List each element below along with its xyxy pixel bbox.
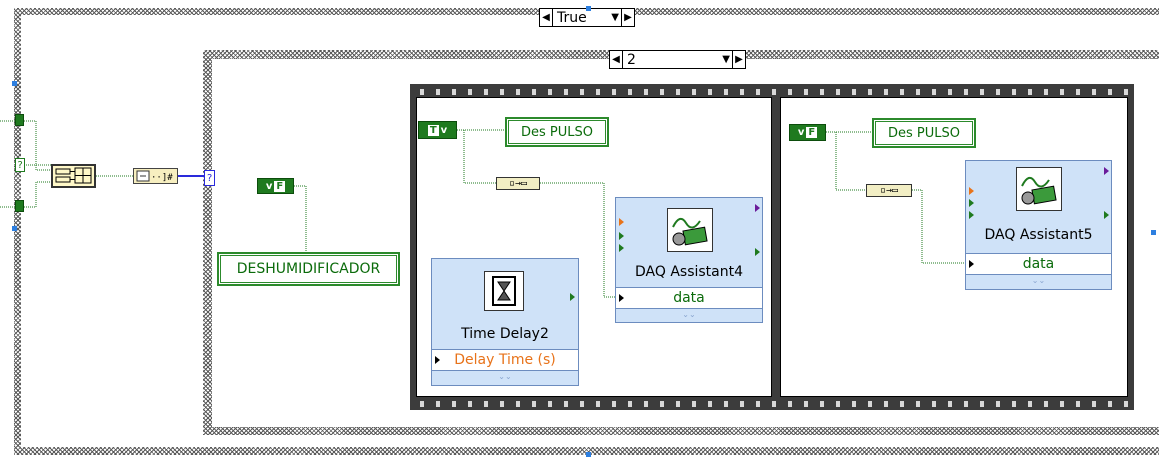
boolean-tunnel[interactable] [15, 114, 24, 126]
daq-assistant4-title: DAQ Assistant4 [634, 264, 744, 280]
daq-assistant5-title: DAQ Assistant5 [984, 227, 1093, 243]
increment-arrow-icon[interactable]: ▶ [621, 9, 634, 26]
inner-case-selector-value: 2 [627, 51, 636, 68]
conversion-glyph: ··]# [136, 170, 173, 183]
to-dynamic-data-icon[interactable]: ▫→▭ [496, 177, 540, 190]
case-selector-terminal[interactable]: ? [204, 170, 215, 186]
to-string-icon[interactable]: ··]# [133, 168, 178, 184]
inner-case-selector[interactable]: ◀ 2 ▼ ▶ [609, 50, 746, 69]
decrement-arrow-icon[interactable]: ◀ [610, 51, 623, 68]
output-terminal-icon[interactable] [1104, 167, 1109, 175]
flat-sequence-top-strip[interactable] [410, 84, 1134, 98]
expand-chevron-icon[interactable]: ⌄⌄ [498, 372, 512, 381]
output-terminal-icon[interactable] [1104, 211, 1109, 219]
to-dynamic-data-icon[interactable]: ▫→▭ [866, 184, 912, 197]
dynamic-data-icon: ⅴ [265, 180, 273, 192]
outer-case-selector-value: True [557, 9, 587, 26]
delay-time-label: Delay Time (s) [454, 352, 556, 368]
daq-assistant4-data-input[interactable]: data [616, 287, 762, 309]
output-terminal-icon[interactable] [755, 248, 760, 256]
hourglass-icon [484, 271, 524, 311]
input-terminal-icon [619, 294, 624, 302]
selection-handle [586, 6, 591, 11]
dynamic-data-wire[interactable] [912, 189, 966, 264]
input-terminal-icon [969, 260, 974, 268]
dynamic-data-icon: ⅴ [797, 127, 805, 138]
dropdown-arrow-icon[interactable]: ▼ [611, 12, 619, 23]
delay-time-input[interactable]: Delay Time (s) [432, 349, 578, 371]
input-terminal-icon[interactable] [619, 232, 624, 240]
selection-handle [12, 81, 17, 86]
expand-chevron-icon[interactable]: ⌄⌄ [1031, 276, 1046, 285]
daq-assistant4-express-vi[interactable]: DAQ Assistant4 data ⌄⌄ [615, 197, 763, 323]
selection-handle [12, 226, 17, 231]
selection-handle [1151, 230, 1156, 235]
outer-case-selector[interactable]: ◀ True ▼ ▶ [539, 8, 635, 27]
input-terminal-icon[interactable] [619, 244, 624, 252]
decrement-arrow-icon[interactable]: ◀ [540, 9, 553, 26]
increment-arrow-icon[interactable]: ▶ [732, 51, 745, 68]
data-label: data [1022, 256, 1055, 272]
input-terminal-icon[interactable] [969, 211, 974, 219]
output-terminal-icon[interactable] [570, 293, 575, 301]
selection-handle [586, 452, 591, 457]
false-label: F [806, 127, 818, 138]
deshumidificador-string-constant[interactable]: DESHUMIDIFICADOR [217, 252, 400, 286]
daq-assistant-icon [1016, 167, 1062, 211]
daq-assistant-icon [667, 208, 713, 252]
flat-sequence-divider [772, 96, 780, 398]
flat-sequence-right-edge [1128, 96, 1134, 398]
flat-sequence-left-edge [410, 96, 416, 398]
dynamic-data-icon: ⅴ [440, 124, 448, 136]
unknown-tunnel[interactable]: ? [15, 158, 25, 172]
input-terminal-icon[interactable] [969, 199, 974, 207]
boolean-tunnel[interactable] [15, 200, 24, 212]
expand-chevron-icon[interactable]: ⌄⌄ [682, 310, 696, 319]
dynamic-data-wire[interactable] [540, 182, 616, 298]
true-label: T [427, 124, 439, 136]
daq-assistant5-express-vi[interactable]: DAQ Assistant5 data ⌄⌄ [965, 160, 1112, 290]
daq-assistant5-data-input[interactable]: data [966, 253, 1111, 275]
false-label: F [274, 180, 286, 192]
time-delay-title: Time Delay2 [461, 326, 549, 342]
des-pulso-string-constant[interactable]: Des PULSO [872, 118, 976, 148]
time-delay-express-vi[interactable]: Time Delay2 Delay Time (s) ⌄⌄ [431, 258, 579, 386]
true-constant[interactable]: T ⅴ [418, 121, 457, 139]
des-pulso-string-constant[interactable]: Des PULSO [505, 117, 609, 147]
input-terminal-icon [435, 356, 440, 364]
input-terminal-icon[interactable] [969, 187, 974, 195]
dropdown-arrow-icon[interactable]: ▼ [722, 54, 730, 65]
array-build-icon[interactable] [51, 164, 96, 188]
input-terminal-icon[interactable] [619, 218, 624, 226]
data-label: data [673, 290, 705, 306]
false-constant[interactable]: ⅴ F [789, 124, 826, 141]
svg-text:··]#: ··]# [151, 173, 173, 183]
flat-sequence-bottom-strip[interactable] [410, 396, 1134, 410]
boolean-wire[interactable] [463, 130, 496, 184]
output-terminal-icon[interactable] [755, 204, 760, 212]
build-array-glyph [55, 167, 91, 184]
boolean-wire[interactable] [835, 132, 866, 191]
boolean-wire[interactable] [294, 185, 307, 252]
false-constant[interactable]: ⅴ F [257, 178, 294, 194]
